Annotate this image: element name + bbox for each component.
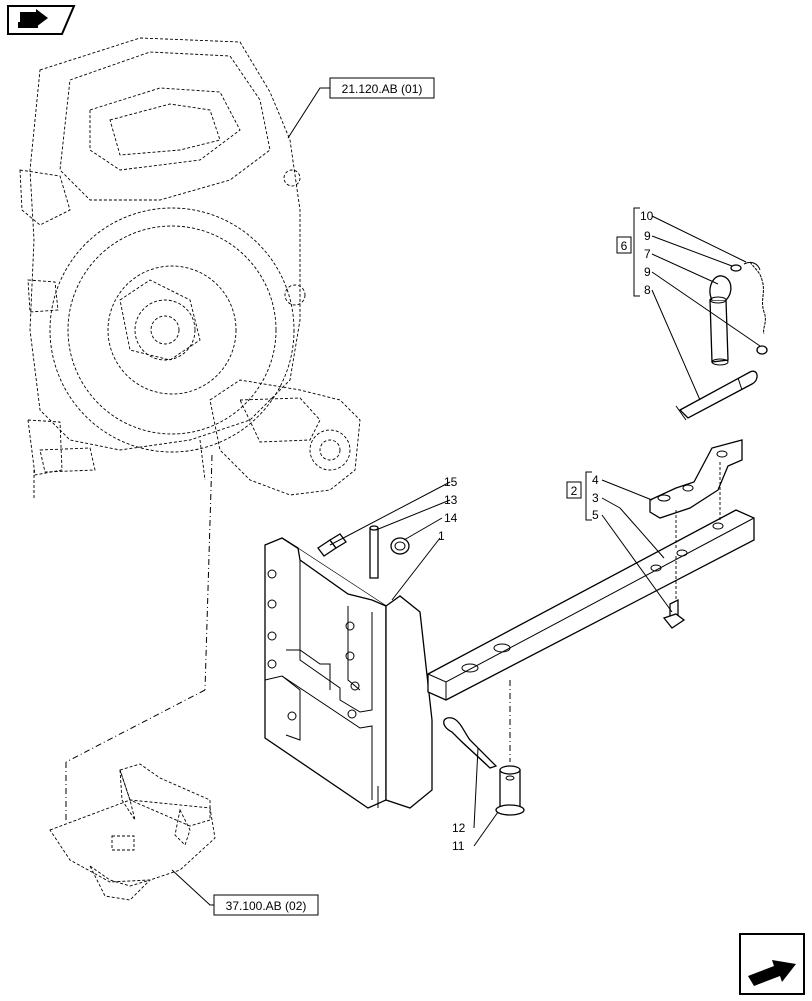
callout-13: 13	[444, 493, 458, 507]
leader-line	[375, 499, 451, 531]
offset-link-part-4	[649, 439, 743, 548]
phantom-center-line	[65, 689, 206, 763]
hitch-pin-part-7	[709, 275, 732, 366]
leader-line	[329, 481, 451, 546]
group-label-6: 6	[621, 239, 628, 253]
drawbar-part-3	[427, 509, 755, 701]
reference-37-100-ab-02[interactable]: 37.100.AB (02)	[171, 869, 319, 916]
callout-9: 9	[644, 265, 651, 279]
leader-line	[651, 289, 701, 401]
group-bracket-6: 6	[616, 207, 640, 297]
book-arrow-icon[interactable]	[6, 4, 76, 36]
ring-part-9	[730, 264, 742, 272]
leader-line	[391, 537, 441, 601]
callout-10: 10	[640, 209, 654, 223]
reference-bottom-label: 37.100.AB (02)	[226, 899, 307, 913]
callout-5: 5	[592, 508, 599, 522]
reference-top-label: 21.120.AB (01)	[342, 82, 423, 96]
leader-line	[619, 507, 665, 559]
group-bracket-2: 2	[566, 471, 592, 521]
callout-3: 3	[592, 491, 599, 505]
pin-part-15	[369, 525, 379, 579]
bolt-part-5	[662, 556, 686, 629]
leader-line	[403, 517, 443, 541]
callout-12: 12	[452, 821, 466, 835]
lynch-pin-part-14	[390, 537, 410, 555]
tractor-rear-housing	[19, 37, 361, 500]
leader-line	[601, 497, 621, 509]
callout-9: 9	[644, 229, 651, 243]
hitch-carrier-part-1	[264, 537, 433, 809]
callout-4: 4	[592, 473, 599, 487]
callout-7: 7	[644, 247, 651, 261]
leader-line	[651, 215, 747, 263]
next-arrow-icon[interactable]	[738, 932, 806, 996]
chain-part-10	[743, 261, 766, 335]
callout-8: 8	[644, 283, 651, 297]
leader-line	[601, 479, 653, 501]
r-clip-part-12	[443, 717, 498, 769]
drawbar-pin-part-11	[495, 765, 525, 816]
leader-line	[651, 235, 733, 267]
callout-15: 15	[444, 475, 458, 489]
ring-part-9	[756, 345, 768, 355]
leader-line	[473, 811, 499, 847]
callout-1: 1	[438, 529, 445, 543]
linch-pin-part-8	[675, 370, 758, 421]
callout-14: 14	[444, 511, 458, 525]
callout-11: 11	[452, 839, 465, 853]
leader-line	[651, 271, 761, 347]
leader-line	[601, 514, 673, 613]
reference-21-120-ab-01[interactable]: 21.120.AB (01)	[287, 77, 435, 139]
lower-mounting-bracket	[49, 763, 216, 901]
phantom-center-line	[204, 454, 213, 691]
leader-line	[651, 253, 719, 285]
leader-line	[473, 747, 479, 829]
bolt-part-13	[317, 533, 347, 557]
group-label-2: 2	[571, 484, 578, 498]
